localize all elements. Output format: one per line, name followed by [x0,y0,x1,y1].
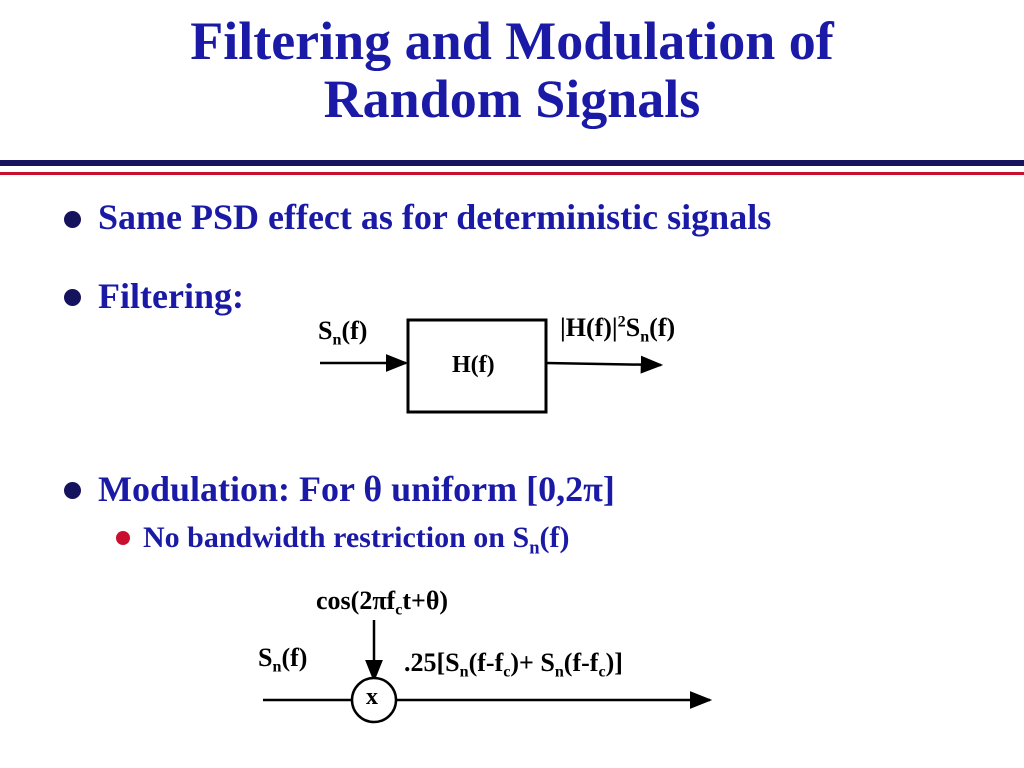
mod-out-3: )+ S [510,648,555,677]
mod-out-5: )] [605,648,623,677]
mod-out-4: (f-f [563,648,599,677]
filter-input-sub: n [332,331,342,349]
bullet-modulation: Modulation: For θ uniform [0,2π] [98,469,615,509]
bullet-filtering: Filtering: [98,276,244,316]
mod-out-sub-2: c [503,663,511,681]
filter-output-pre: |H(f)| [560,313,618,342]
mixer-label: x [366,684,378,710]
filter-box [406,318,548,414]
carrier-label: cos(2πfct+θ) [316,586,449,619]
slide-title: Filtering and Modulation of Random Signa… [0,12,1024,128]
mod-input-sub: n [272,658,282,676]
mod-out-sub-3: n [554,663,564,681]
mod-out-2: (f-f [468,648,504,677]
filter-output-label: |H(f)|2Sn(f) [560,313,676,346]
bullet-dot-2 [64,289,81,306]
mod-out-sub-1: n [459,663,469,681]
mod-output-label: .25[Sn(f-fc)+ Sn(f-fc)] [404,648,623,681]
title-line-2: Random Signals [323,69,701,129]
filter-output-sup: 2 [617,313,626,331]
mod-out-sub-4: c [598,663,606,681]
bullet-dot-3 [64,482,81,499]
carrier-sub: c [395,601,403,619]
sub-bullet-tail: (f) [539,521,570,554]
filter-output-sub: n [640,328,650,346]
title-rule-red [0,172,1024,175]
filter-input-post: (f) [341,316,368,345]
sub-bullet-subscript: n [529,537,540,559]
filter-output-arrow [545,355,664,374]
filter-output-s: S [625,313,641,342]
filter-output-post: (f) [649,313,676,342]
mod-input-post: (f) [281,643,308,672]
filter-input-label: Sn(f) [318,316,368,349]
filter-box-label: H(f) [452,352,495,378]
bullet-psd-effect: Same PSD effect as for deterministic sig… [98,197,772,237]
mod-input-s: S [258,643,273,672]
title-rule-navy [0,160,1024,166]
carrier-post: t+θ) [402,586,449,615]
sub-bullet-bandwidth: No bandwidth restriction on Sn(f) [143,521,570,557]
sub-bullet-text: No bandwidth restriction on S [143,521,530,554]
title-line-1: Filtering and Modulation of [190,11,834,71]
sub-bullet-dot [116,531,130,545]
filter-input-s: S [318,316,333,345]
carrier-pre: cos(2πf [316,586,396,615]
bullet-dot-1 [64,211,81,228]
mod-out-1: .25[S [404,648,460,677]
mod-input-label: Sn(f) [258,643,308,676]
